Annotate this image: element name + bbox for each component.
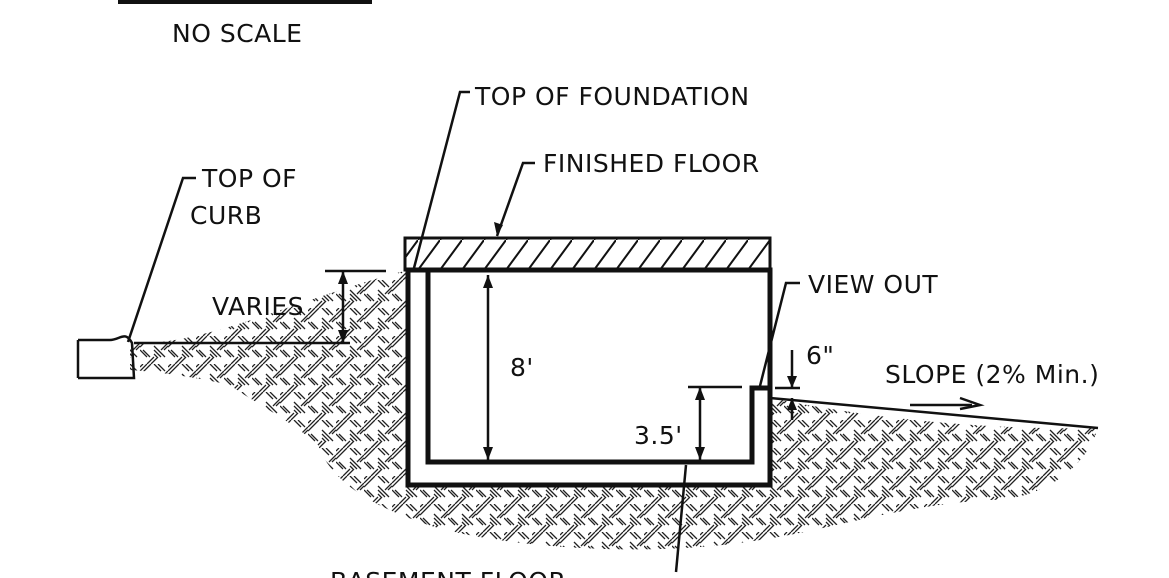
finished-floor-leader [495,161,535,237]
window-offset-arrowheads [787,376,797,410]
foundation-inner [425,270,770,465]
slope-label: SLOPE (2% Min.) [885,360,1099,389]
varies-label: VARIES [212,292,304,321]
slope-grade-line [769,396,1099,430]
finished-floor-label: FINISHED FLOOR [543,149,760,178]
basement-floor-leader [674,464,688,573]
view-out-label: VIEW OUT [808,270,938,299]
top-of-foundation-label: TOP OF FOUNDATION [474,82,750,111]
slope-arrow-head [959,396,985,411]
window-offset-label: 6" [806,341,834,370]
no-scale-note: NO SCALE [172,19,302,48]
top-of-curb-leader [126,176,196,343]
curb [78,335,136,380]
top-of-curb-label-line1: TOP OF [201,164,297,193]
top-of-curb-label-line2: CURB [190,201,262,230]
top-of-foundation-leader [412,90,470,269]
finished-floor-slab [403,236,772,272]
wall-height-label: 8' [510,353,534,382]
earth-fill [130,270,1098,550]
view-out-leader [758,281,800,387]
basement-floor-label: BASEMENT FLOOR [330,567,566,578]
foundation-outer [405,267,773,488]
finished-floor-arrowhead [494,222,503,236]
sill-height-label: 3.5' [634,421,683,450]
